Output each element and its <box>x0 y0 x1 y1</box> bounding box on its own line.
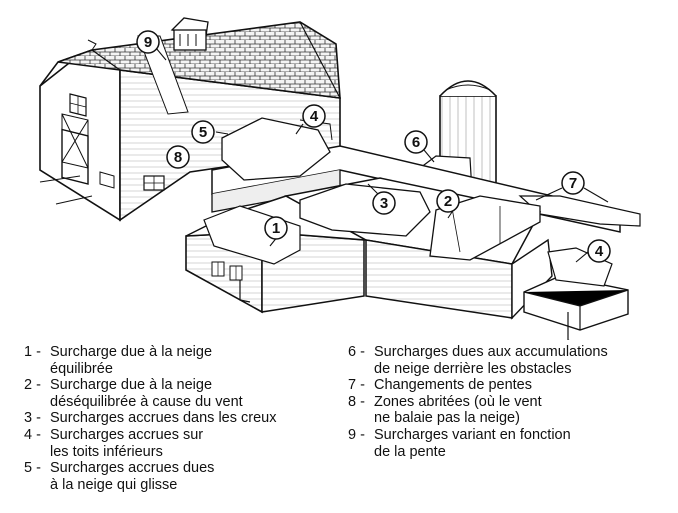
legend-text: Surcharges dues aux accumulations de nei… <box>374 344 608 377</box>
legend-number: 9 - <box>348 426 365 443</box>
legend-item: 8 - Zones abritées (où le vent ne balaie … <box>348 394 668 427</box>
legend-item: 4 - Surcharges accrues sur les toits infé… <box>24 427 324 460</box>
legend-text: Surcharges accrues sur les toits inférie… <box>50 426 204 460</box>
legend-number: 2 - <box>24 377 41 394</box>
legend-number: 3 - <box>24 410 41 427</box>
legend-number: 1 - <box>24 344 41 360</box>
svg-text:2: 2 <box>444 193 452 210</box>
legend-text: Changements de pentes <box>374 377 532 394</box>
legend-text: Surcharges accrues dues à la neige qui g… <box>50 460 215 493</box>
callout-7: 7 <box>561 171 585 195</box>
legend-text: Zones abritées (où le vent ne balaie pas… <box>374 393 542 427</box>
svg-text:4: 4 <box>595 243 604 260</box>
callout-6: 6 <box>404 130 428 154</box>
callout-8: 8 <box>166 145 190 169</box>
legend-item: 1 - Surcharge due à la neige équilibrée <box>24 344 324 377</box>
legend-text: Surcharge due à la neige équilibrée <box>50 344 213 377</box>
callout-2: 2 <box>436 189 460 213</box>
svg-text:5: 5 <box>199 124 207 141</box>
corridor <box>211 117 641 233</box>
legend-item: 7 - Changements de pentes <box>348 377 668 394</box>
svg-text:7: 7 <box>569 175 577 192</box>
legend-text: Surcharge due à la neige déséquilibrée à… <box>50 377 243 410</box>
callout-9: 9 <box>136 30 160 54</box>
legend-number: 4 - <box>24 426 41 443</box>
svg-text:4: 4 <box>310 108 319 125</box>
callout-4: 4 <box>302 104 326 128</box>
cupola <box>170 17 209 51</box>
legend-number: 6 - <box>348 344 365 360</box>
legend-text: Surcharges accrues dans les creux <box>50 410 277 427</box>
legend-item: 3 - Surcharges accrues dans les creux <box>24 410 324 427</box>
callout-1: 1 <box>264 216 288 240</box>
callout-5: 5 <box>191 120 215 144</box>
legend-number: 8 - <box>348 393 365 410</box>
callout-3: 3 <box>372 191 396 215</box>
legend-number: 7 - <box>348 377 365 394</box>
barn-window <box>143 175 165 191</box>
svg-text:1: 1 <box>272 220 280 237</box>
snow-load-diagram: 9 4 5 8 6 3 2 1 7 4 <box>39 17 641 340</box>
svg-text:3: 3 <box>380 195 388 212</box>
legend-right: 6 - Surcharges dues aux accumulations de … <box>348 344 668 460</box>
svg-text:9: 9 <box>144 34 152 51</box>
callout-4-lower: 4 <box>587 239 611 263</box>
barn-door <box>61 113 89 185</box>
legend-item: 2 - Surcharge due à la neige déséquilibré… <box>24 377 324 410</box>
legend-text: Surcharges variant en fonction de la pen… <box>374 426 571 460</box>
legend-item: 6 - Surcharges dues aux accumulations de … <box>348 344 668 377</box>
svg-text:8: 8 <box>174 149 182 166</box>
legend-number: 5 - <box>24 460 41 477</box>
svg-text:6: 6 <box>412 134 420 151</box>
legend-item: 9 - Surcharges variant en fonction de la … <box>348 427 668 460</box>
legend-item: 5 - Surcharges accrues dues à la neige qu… <box>24 460 324 493</box>
